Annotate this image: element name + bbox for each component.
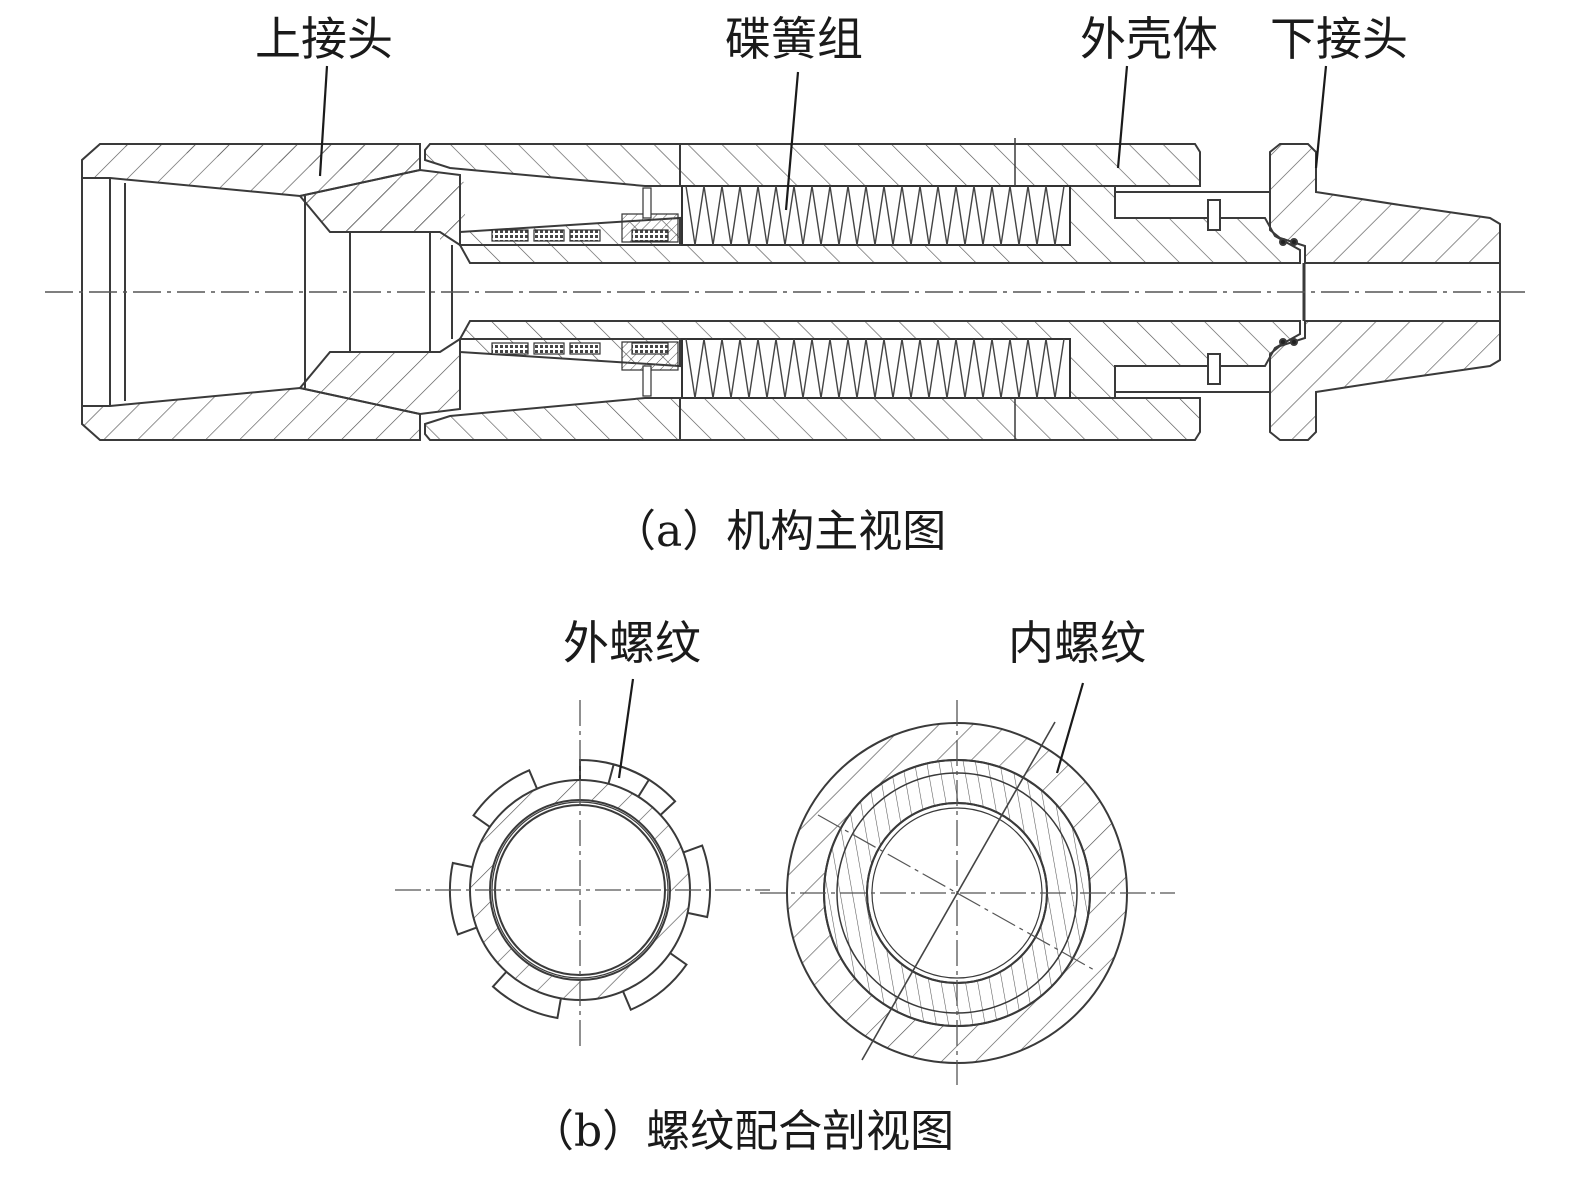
label-external-thread: 外螺纹 bbox=[563, 616, 701, 670]
leader-internal-thread bbox=[1055, 682, 1085, 774]
thread-tooth bbox=[491, 971, 562, 1020]
disc-spring-set-upper bbox=[681, 185, 1071, 246]
thread-tooth bbox=[449, 861, 477, 936]
upper-joint-top-wall bbox=[81, 143, 421, 198]
label-internal-thread: 内螺纹 bbox=[1008, 616, 1146, 670]
leader-lower-joint bbox=[1314, 65, 1328, 169]
label-lower-joint: 下接头 bbox=[1270, 12, 1408, 66]
caption-thread-section: （b）螺纹配合剖视图 bbox=[530, 1106, 955, 1157]
leader-outer-housing bbox=[1116, 65, 1129, 169]
main-view bbox=[45, 138, 1525, 441]
caption-main-view: （a）机构主视图 bbox=[612, 506, 947, 557]
thread-tooth bbox=[622, 952, 688, 1011]
main-view-leaders bbox=[318, 65, 1328, 211]
upper-joint-part bbox=[81, 143, 465, 441]
disc-spring-set-lower bbox=[681, 338, 1071, 399]
internal-thread-section bbox=[760, 700, 1175, 1085]
disc-spring-stack bbox=[685, 338, 1065, 399]
external-thread-section bbox=[395, 700, 770, 1050]
leader-external-thread bbox=[617, 678, 635, 779]
housing-bottom-left bbox=[424, 397, 681, 441]
label-disc-spring-set: 碟簧组 bbox=[725, 12, 863, 66]
disc-spring-stack bbox=[685, 185, 1065, 246]
housing-bottom-right bbox=[679, 397, 1201, 441]
seal-packings bbox=[491, 187, 679, 397]
lower-joint-bottom bbox=[1269, 320, 1501, 441]
upper-joint-bottom-wall bbox=[81, 386, 421, 441]
leader-upper-joint bbox=[318, 65, 329, 177]
leader-disc-spring bbox=[784, 71, 800, 211]
label-outer-housing: 外壳体 bbox=[1080, 12, 1218, 66]
middle-housing-part bbox=[424, 143, 1301, 441]
lower-joint-top bbox=[1269, 143, 1501, 264]
label-upper-joint: 上接头 bbox=[255, 12, 393, 66]
thread-tooth bbox=[472, 769, 538, 828]
thread-view-leaders bbox=[617, 678, 1085, 779]
thread-tooth bbox=[683, 844, 711, 919]
housing-top-right bbox=[679, 143, 1201, 187]
lower-joint-part bbox=[1115, 143, 1501, 441]
housing-top-left bbox=[424, 143, 681, 187]
